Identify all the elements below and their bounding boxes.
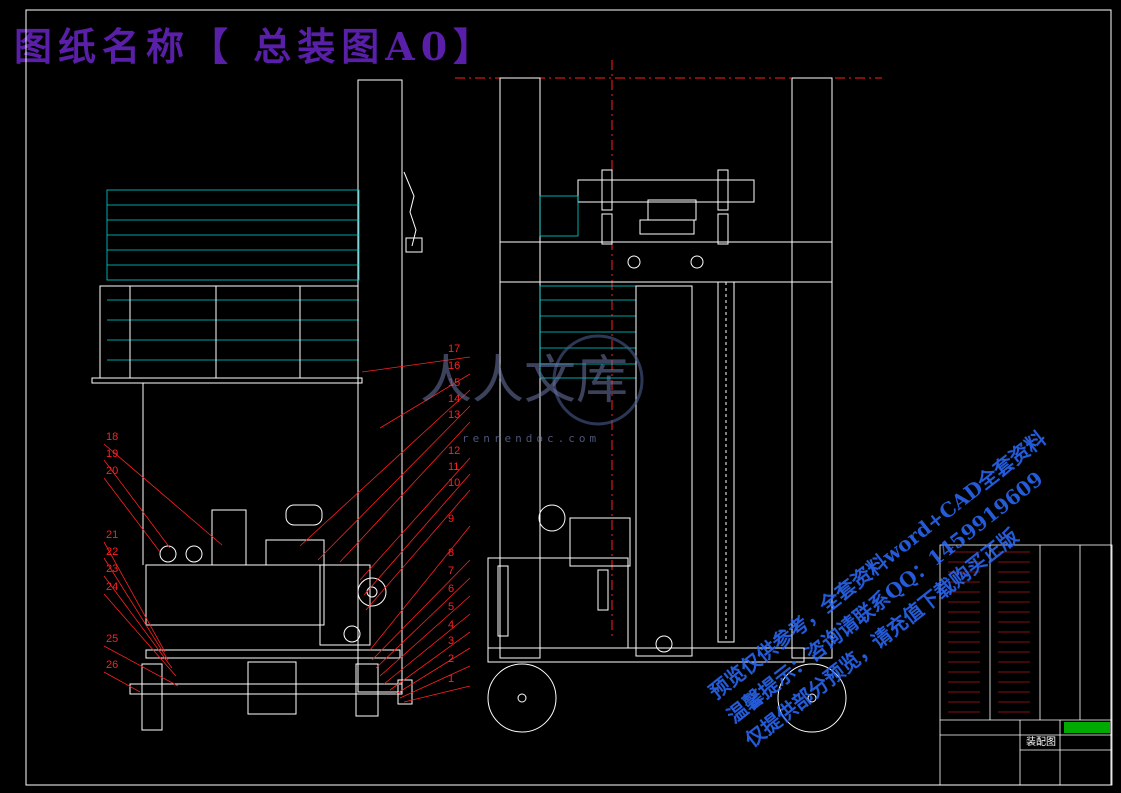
title-block-green-cell (1064, 722, 1110, 733)
callout-17: 17 (448, 343, 460, 355)
callout-22: 22 (106, 546, 118, 558)
callout-16: 16 (448, 360, 460, 372)
callout-9: 9 (448, 513, 454, 525)
callout-numbers-right: 17 16 15 14 13 12 11 10 9 8 7 6 5 4 3 2 … (448, 343, 460, 685)
callout-25: 25 (106, 633, 118, 645)
callout-24: 24 (106, 581, 118, 593)
callout-5: 5 (448, 601, 454, 613)
watermark-brand: 人人文库 (420, 351, 628, 411)
callout-7: 7 (448, 565, 454, 577)
callout-13: 13 (448, 409, 460, 421)
callout-12: 12 (448, 445, 460, 457)
watermark-url: renrendoc.com (462, 432, 600, 445)
side-elevation-view (91, 79, 423, 731)
callout-21: 21 (106, 529, 118, 541)
promo-line-2: 温馨提示：咨询请联系QQ：1459919609 (722, 466, 1047, 727)
callout-20: 20 (106, 465, 118, 477)
callout-18: 18 (106, 431, 118, 443)
bolt-stacks (497, 169, 729, 637)
callout-8: 8 (448, 547, 454, 559)
callout-numbers-left: 18 19 20 21 22 23 24 25 26 (106, 431, 118, 671)
callout-leaders-right (299, 356, 471, 703)
promo-overlay: 预览仅供参考，全套资料word+CAD全套资料 温馨提示：咨询请联系QQ：145… (704, 426, 1050, 752)
drawing-title-banner: 图纸名称【 总装图A0】 (14, 24, 498, 69)
callout-23: 23 (106, 563, 118, 575)
callout-15: 15 (448, 377, 460, 389)
watermark: 人人文库 renrendoc.com (420, 334, 644, 445)
callout-leaders-left (103, 443, 223, 693)
bom-rows (948, 551, 1030, 713)
title-block-title: 装配图 (1026, 735, 1056, 748)
callout-11: 11 (448, 461, 459, 473)
callout-4: 4 (448, 619, 454, 631)
title-block (939, 544, 1113, 786)
callout-2: 2 (448, 653, 454, 665)
drawing-border (25, 9, 1112, 786)
callout-1: 1 (448, 673, 454, 685)
callout-14: 14 (448, 393, 460, 405)
callout-26: 26 (106, 659, 118, 671)
callout-19: 19 (106, 448, 118, 460)
callout-3: 3 (448, 635, 454, 647)
callout-6: 6 (448, 583, 454, 595)
callout-10: 10 (448, 477, 460, 489)
